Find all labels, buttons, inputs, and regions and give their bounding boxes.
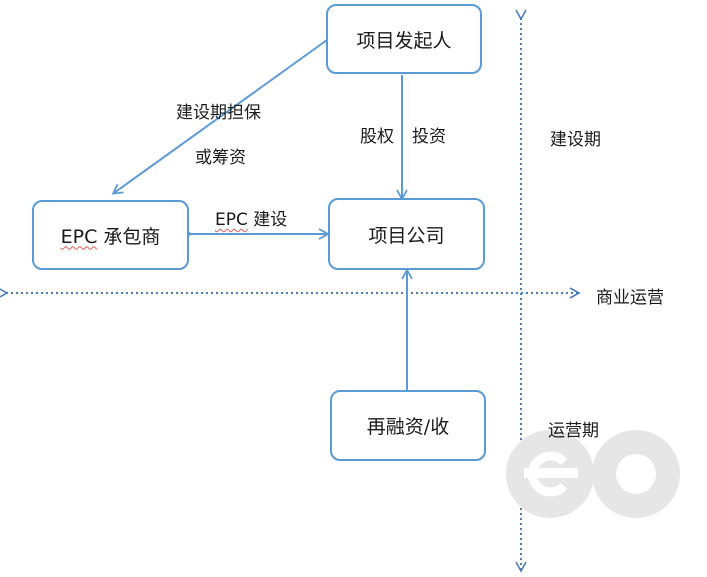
phase-commercial-operation-label: 商业运营	[596, 288, 664, 308]
node-project-sponsor: 项目发起人	[326, 4, 482, 74]
node-epc-rest: 承包商	[97, 225, 161, 248]
node-epc-prefix: EPC	[60, 225, 98, 248]
label-equity: 股权	[360, 127, 394, 147]
arrow-sponsor-to-epc	[111, 39, 328, 195]
label-epc-build-rest: 建设	[247, 210, 288, 230]
node-project-company: 项目公司	[328, 198, 485, 270]
label-epc-build: EPC 建设	[215, 205, 287, 230]
label-epc-build-prefix: EPC	[215, 210, 248, 230]
eo-watermark-logo	[506, 430, 680, 518]
node-epc-contractor: EPC 承包商	[32, 200, 189, 270]
node-refinance: 再融资/收	[330, 390, 486, 461]
phase-operation-label: 运营期	[548, 421, 599, 441]
label-guarantee-line2: 或筹资	[195, 148, 246, 168]
phase-construction-label: 建设期	[550, 130, 601, 150]
node-project-sponsor-label: 项目发起人	[356, 29, 452, 52]
label-investment: 投资	[412, 127, 446, 147]
label-guarantee-line1: 建设期担保	[176, 103, 261, 123]
node-epc-contractor-label: EPC 承包商	[61, 222, 161, 249]
node-project-company-label: 项目公司	[368, 224, 445, 247]
node-refinance-label: 再融资/收	[366, 416, 450, 438]
